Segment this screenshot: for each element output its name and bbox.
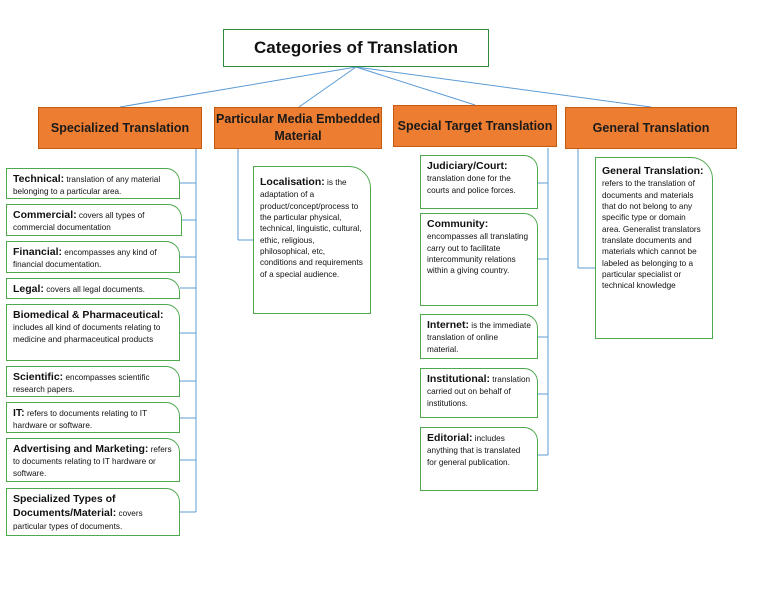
card-text: is the immediate translation of online m… <box>427 321 531 354</box>
card-legal: Legal: covers all legal documents. <box>6 278 180 299</box>
card-heading: Technical: <box>13 173 65 185</box>
card-heading: Biomedical & Pharmaceutical: <box>13 309 164 321</box>
card-general-translation: General Translation: refers to the trans… <box>595 157 713 339</box>
card-text: refers to documents relating to IT hardw… <box>13 409 147 431</box>
card-heading: Scientific: <box>13 371 64 383</box>
card-text: translation done for the courts and poli… <box>427 174 516 195</box>
card-heading: Specialized Types of Documents/Material: <box>13 493 117 520</box>
card-heading: General Translation: <box>602 165 704 177</box>
card-text: covers all legal documents. <box>43 285 145 294</box>
card-specialized-types: Specialized Types of Documents/Material:… <box>6 488 180 536</box>
card-text: is the adaptation of a product/concept/p… <box>260 178 363 279</box>
card-text: refers to documents relating to IT hardw… <box>13 445 172 478</box>
card-heading: Judiciary/Court: <box>427 160 508 172</box>
card-internet: Internet: is the immediate translation o… <box>420 314 538 359</box>
card-financial: Financial: encompasses any kind of finan… <box>6 241 180 273</box>
card-text: translation of any material belonging to… <box>13 175 161 197</box>
card-commercial: Commercial: covers all types of commerci… <box>6 204 182 236</box>
card-biomedical: Biomedical & Pharmaceutical: includes al… <box>6 304 180 361</box>
category-special-target-translation: Special Target Translation <box>393 105 557 147</box>
card-scientific: Scientific: encompasses scientific resea… <box>6 366 180 397</box>
card-text: covers all types of commercial documenta… <box>13 211 145 233</box>
card-text: encompasses all translating carry out to… <box>427 232 529 276</box>
card-heading: Community: <box>427 218 489 230</box>
card-text: includes all kind of documents relating … <box>13 323 161 344</box>
card-heading: Institutional: <box>427 373 490 385</box>
card-text: refers to the translation of documents a… <box>602 179 701 291</box>
category-specialized-translation: Specialized Translation <box>38 107 202 149</box>
card-heading: IT: <box>13 407 25 419</box>
card-heading: Advertising and Marketing: <box>13 443 149 455</box>
card-judiciary-court: Judiciary/Court: translation done for th… <box>420 155 538 209</box>
card-heading: Internet: <box>427 319 469 331</box>
card-text: encompasses any kind of financial docume… <box>13 248 157 270</box>
card-heading: Legal: <box>13 283 44 295</box>
card-institutional: Institutional: translation carried out o… <box>420 368 538 418</box>
card-text: includes anything that is translated for… <box>427 434 521 467</box>
card-it: IT: refers to documents relating to IT h… <box>6 402 180 433</box>
card-heading: Financial: <box>13 246 63 258</box>
category-general-translation: General Translation <box>565 107 737 149</box>
card-community: Community: encompasses all translating c… <box>420 213 538 306</box>
card-heading: Commercial: <box>13 209 77 221</box>
card-heading: Localisation: <box>260 176 325 188</box>
category-particular-media: Particular Media Embedded Material <box>214 107 382 149</box>
card-technical: Technical: translation of any material b… <box>6 168 180 199</box>
card-text: encompasses scientific research papers. <box>13 373 150 395</box>
card-editorial: Editorial: includes anything that is tra… <box>420 427 538 491</box>
diagram-title: Categories of Translation <box>223 29 489 67</box>
card-text: covers particular types of documents. <box>13 509 143 531</box>
card-text: translation carried out on behalf of ins… <box>427 375 531 408</box>
card-localisation: Localisation: is the adaptation of a pro… <box>253 166 371 314</box>
card-advertising-marketing: Advertising and Marketing: refers to doc… <box>6 438 180 482</box>
card-heading: Editorial: <box>427 432 473 444</box>
